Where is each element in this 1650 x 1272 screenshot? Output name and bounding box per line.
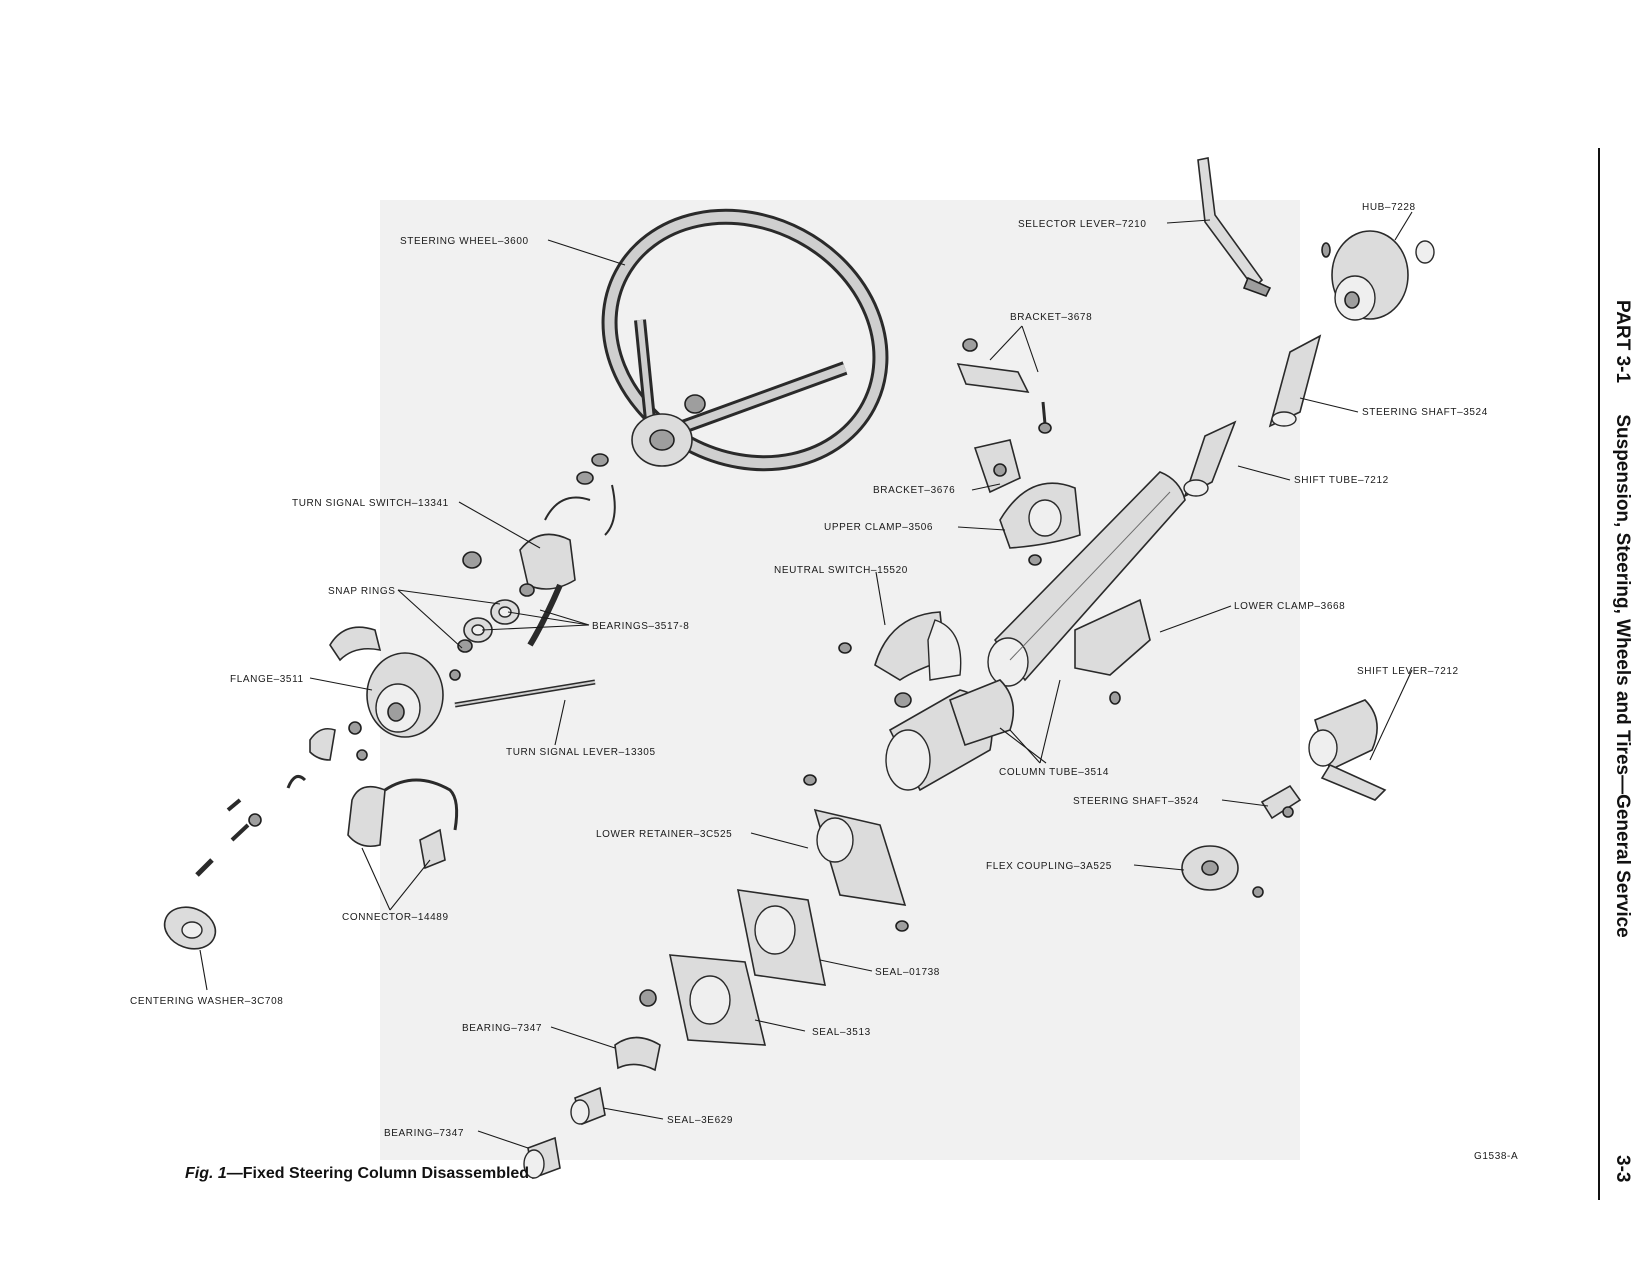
label-bearing-7347-lower: BEARING–7347 — [384, 1128, 464, 1139]
label-shift-tube: SHIFT TUBE–7212 — [1294, 475, 1389, 486]
figure-caption-title: —Fixed Steering Column Disassembled — [226, 1165, 530, 1182]
side-rule — [1598, 148, 1600, 1200]
steering-wheel-part — [601, 208, 889, 472]
seal-3e629-part — [570, 1086, 606, 1126]
label-upper-clamp: UPPER CLAMP–3506 — [824, 522, 933, 533]
small-hardware-part — [195, 721, 368, 877]
label-bearings: BEARINGS–3517-8 — [592, 621, 689, 632]
lower-retainer-part — [803, 774, 909, 932]
shift-lever-part — [1308, 699, 1387, 801]
bearing-7347-upper-part — [614, 1036, 661, 1072]
flange-part — [329, 626, 461, 738]
turn-signal-lever-part — [454, 679, 596, 708]
bracket-3678-part — [956, 338, 1052, 434]
running-header: PART 3-1 Suspension, Steering, Wheels an… — [1611, 300, 1633, 938]
upper-clamp-part — [999, 482, 1081, 566]
column-tube-part — [987, 471, 1186, 687]
label-turn-signal-switch: TURN SIGNAL SWITCH–13341 — [292, 498, 449, 509]
shift-tube-part — [1183, 420, 1237, 498]
label-connector: CONNECTOR–14489 — [342, 912, 449, 923]
label-centering-washer: CENTERING WASHER–3C708 — [130, 996, 283, 1007]
label-turn-signal-lever: TURN SIGNAL LEVER–13305 — [506, 747, 656, 758]
label-hub: HUB–7228 — [1362, 202, 1416, 213]
steering-shaft-lower-part — [1260, 784, 1302, 820]
running-header-title: Suspension, Steering, Wheels and Tires—G… — [1612, 414, 1633, 938]
connector-part — [347, 778, 459, 870]
label-seal-3e629: SEAL–3E629 — [667, 1115, 733, 1126]
label-lower-retainer: LOWER RETAINER–3C525 — [596, 829, 732, 840]
label-bracket-3678: BRACKET–3678 — [1010, 312, 1092, 323]
label-selector-lever: SELECTOR LEVER–7210 — [1018, 219, 1147, 230]
hub-part — [1321, 230, 1435, 321]
label-column-tube: COLUMN TUBE–3514 — [999, 767, 1109, 778]
label-flange: FLANGE–3511 — [230, 674, 304, 685]
label-bracket-3676: BRACKET–3676 — [873, 485, 955, 496]
column-tube-lower-part — [885, 679, 1015, 792]
bracket-3676-part — [973, 439, 1021, 494]
background-bleed — [380, 200, 1300, 1160]
label-seal-01738: SEAL–01738 — [875, 967, 940, 978]
figure-caption-number: Fig. 1 — [185, 1165, 227, 1182]
lower-clamp-part — [1074, 598, 1151, 705]
label-seal-3513: SEAL–3513 — [812, 1027, 871, 1038]
centering-washer-part — [163, 906, 217, 950]
seal-3513-part — [639, 954, 767, 1046]
figure-caption: Fig. 1—Fixed Steering Column Disassemble… — [185, 1165, 529, 1183]
label-lower-clamp: LOWER CLAMP–3668 — [1234, 601, 1345, 612]
steering-shaft-upper-part — [1268, 334, 1322, 428]
turn-signal-switch-part — [462, 453, 616, 590]
label-steering-shaft-lower: STEERING SHAFT–3524 — [1073, 796, 1199, 807]
selector-lever-part — [1197, 157, 1272, 297]
label-steering-shaft-upper: STEERING SHAFT–3524 — [1362, 407, 1488, 418]
label-flex-coupling: FLEX COUPLING–3A525 — [986, 861, 1112, 872]
figure-ref-code: G1538-A — [1474, 1151, 1518, 1162]
leader-lines — [199, 211, 1413, 1149]
label-shift-lever: SHIFT LEVER–7212 — [1357, 666, 1459, 677]
label-snap-rings: SNAP RINGS — [328, 586, 396, 597]
seal-01738-part — [736, 889, 827, 986]
label-neutral-switch: NEUTRAL SWITCH–15520 — [774, 565, 908, 576]
page-number: 3-3 — [1612, 1155, 1633, 1183]
running-header-part: PART 3-1 — [1612, 300, 1633, 384]
flex-coupling-part — [1181, 845, 1264, 898]
label-steering-wheel: STEERING WHEEL–3600 — [400, 236, 529, 247]
bearing-7347-lower-part — [523, 1136, 561, 1180]
label-bearing-7347-upper: BEARING–7347 — [462, 1023, 542, 1034]
neutral-switch-part — [838, 611, 962, 708]
